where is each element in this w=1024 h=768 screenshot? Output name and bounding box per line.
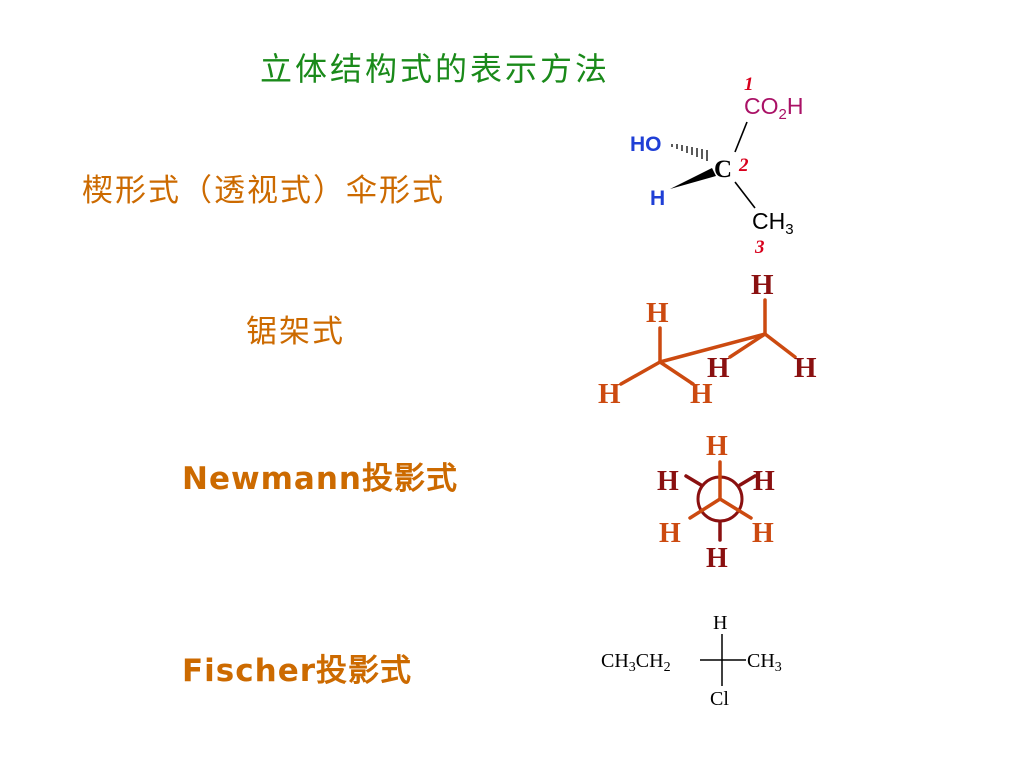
sawhorse-atom-h: H — [690, 378, 713, 410]
sawhorse-cc-bond — [658, 332, 767, 364]
sawhorse-atom-h: H — [646, 297, 669, 329]
newman-front-bond — [718, 497, 753, 520]
wedge-bond-top — [734, 121, 748, 153]
newman-back-bond — [738, 474, 757, 487]
page-title: 立体结构式的表示方法 — [259, 50, 610, 88]
sawhorse-bond-back-left — [728, 332, 767, 359]
sawhorse-bond-front-right — [658, 360, 695, 386]
newman-atom-h: H — [657, 466, 679, 497]
sawhorse-bond-back-right — [763, 332, 797, 359]
sawhorse-atom-h: H — [598, 378, 621, 410]
sawhorse-atom-h: H — [794, 352, 817, 384]
sawhorse-formula: H H H H H H — [598, 269, 817, 410]
wedge-center-carbon: C — [714, 156, 732, 183]
wedge-formula: 1 CO2H HO C 2 H CH3 3 — [630, 74, 803, 258]
wedge-number-2: 2 — [738, 155, 749, 176]
wedge-bottom-group: CH3 — [752, 208, 794, 238]
wedge-top-group: CO2H — [744, 93, 803, 123]
wedge-front-hydrogen: H — [650, 187, 665, 210]
sawhorse-bond-front-left — [619, 360, 662, 386]
newman-back-bond — [684, 474, 703, 487]
fischer-left-group: CH3CH2 — [601, 650, 671, 675]
newman-atom-h: H — [752, 518, 774, 549]
fischer-bottom-group: Cl — [710, 688, 729, 710]
wedge-solid-bond — [670, 168, 716, 189]
newman-atom-h: H — [706, 543, 728, 574]
newman-projection: H H H H H H — [657, 431, 775, 574]
sawhorse-atom-h: H — [751, 269, 774, 301]
label-newman-projection: Newmann投影式 — [182, 461, 458, 497]
label-fischer-projection: Fischer投影式 — [182, 653, 413, 689]
sawhorse-atom-h: H — [707, 352, 730, 384]
newman-atom-h: H — [753, 466, 775, 497]
newman-atom-h: H — [706, 431, 728, 462]
label-sawhorse-formula: 锯架式 — [246, 314, 345, 350]
wedge-number-3: 3 — [754, 237, 765, 258]
fischer-right-group: CH3 — [747, 650, 782, 675]
wedge-left-group: HO — [630, 133, 662, 156]
newman-atom-h: H — [659, 518, 681, 549]
wedge-number-1: 1 — [744, 74, 754, 95]
wedge-hashed-bond — [671, 144, 708, 161]
fischer-top-group: H — [713, 612, 727, 634]
wedge-bond-bottom — [734, 181, 756, 209]
label-wedge-formula: 楔形式（透视式）伞形式 — [82, 173, 445, 209]
fischer-projection: H CH3CH2 CH3 Cl — [601, 612, 782, 710]
newman-front-bond — [688, 497, 722, 520]
